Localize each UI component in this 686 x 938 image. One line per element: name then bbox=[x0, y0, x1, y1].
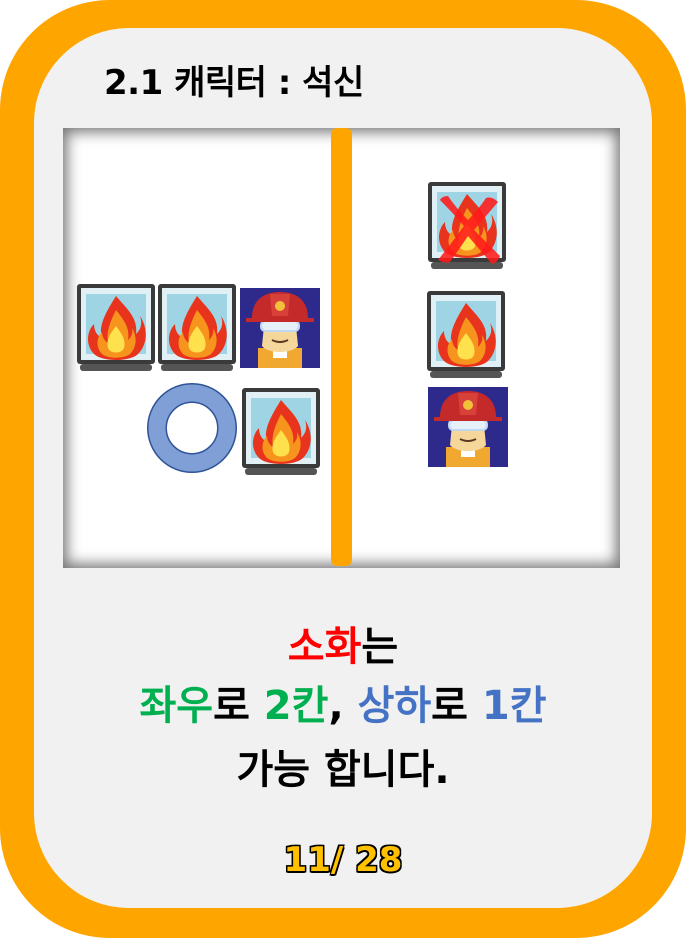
caption-text: 로 bbox=[213, 683, 264, 729]
caption-text: 는 bbox=[361, 624, 399, 670]
ring-icon bbox=[147, 383, 237, 473]
firefighter-icon bbox=[240, 288, 320, 368]
caption-vertical: 상하 bbox=[357, 683, 432, 729]
caption-line-3: 가능 합니다. bbox=[236, 747, 450, 793]
fire-window-icon bbox=[157, 282, 237, 372]
caption-horizontal: 좌우 bbox=[139, 683, 214, 729]
caption-line-2: 좌우로 2칸, 상하로 1칸 bbox=[34, 686, 652, 726]
fire-window-icon bbox=[76, 282, 156, 372]
caption-text: , bbox=[328, 683, 358, 729]
caption-highlight-extinguish: 소화 bbox=[287, 624, 362, 670]
board-divider bbox=[331, 128, 352, 566]
caption-vertical-count: 1칸 bbox=[481, 683, 547, 729]
cross-icon bbox=[432, 190, 504, 270]
slide-title: 2.1 캐릭터 : 석신 bbox=[104, 63, 364, 103]
caption-horizontal-count: 2칸 bbox=[263, 683, 329, 729]
caption-text: 로 bbox=[431, 683, 482, 729]
page-number: 11/ 28 bbox=[283, 840, 403, 880]
fire-window-icon bbox=[241, 386, 321, 476]
fire-window-icon bbox=[426, 289, 506, 379]
caption-line-1: 소화는 bbox=[34, 627, 652, 667]
firefighter-icon bbox=[428, 387, 508, 467]
